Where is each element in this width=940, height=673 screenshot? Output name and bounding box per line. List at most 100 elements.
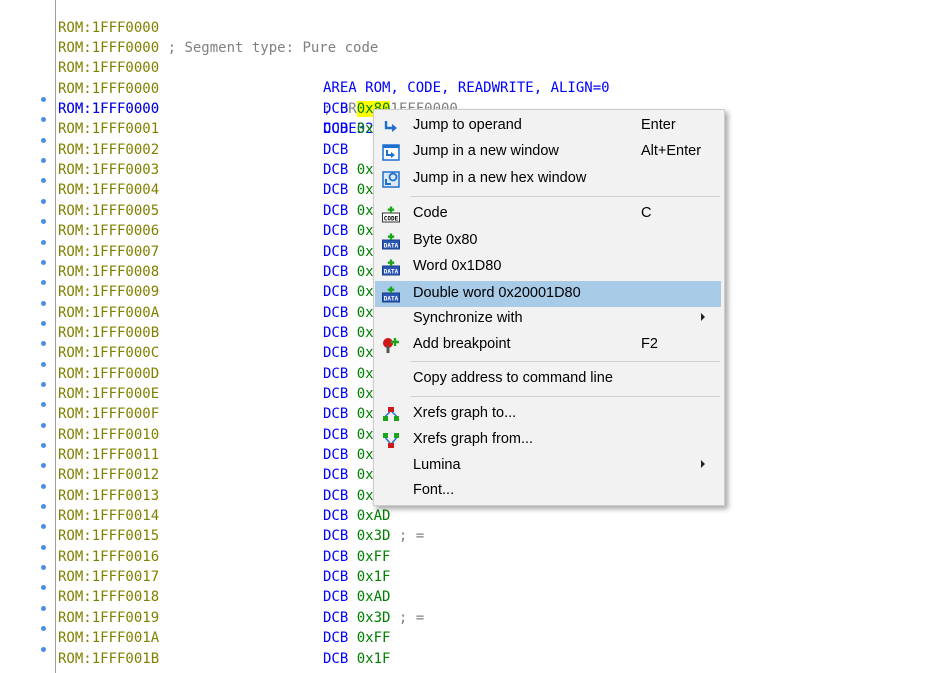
breakpoint-marker-dot[interactable] — [41, 239, 46, 245]
breakpoint-marker-dot[interactable] — [41, 565, 46, 570]
operand[interactable]: 0x — [356, 365, 374, 382]
operand[interactable]: 0x — [356, 447, 374, 463]
breakpoint-marker-dot[interactable] — [41, 97, 46, 102]
operand[interactable]: 0xFF — [356, 630, 391, 647]
operand[interactable]: 0x1F — [356, 569, 391, 585]
breakpoint-marker-dot[interactable] — [41, 158, 46, 164]
menu-item-xrefs-graph-from[interactable]: Xrefs graph from... — [375, 427, 721, 453]
operand[interactable]: 0xAD — [356, 508, 391, 524]
breakpoint-marker-dot[interactable] — [41, 524, 46, 530]
breakpoint-marker-dot[interactable] — [41, 646, 46, 652]
operand[interactable]: 0x — [356, 385, 374, 402]
operand[interactable]: 0x — [356, 263, 374, 280]
operand[interactable]: 0x — [356, 182, 374, 199]
operand[interactable]: 0x — [356, 487, 374, 504]
listing-row[interactable]: ROM:1FFF0000 ; Segment type: Pure code — [0, 18, 940, 56]
operand[interactable]: 0x — [356, 121, 374, 138]
operand[interactable]: 0x3D — [356, 528, 391, 545]
operand[interactable]: 0xAD — [356, 589, 391, 606]
breakpoint-marker-dot[interactable] — [41, 443, 46, 448]
operand[interactable]: 0x1F — [356, 650, 391, 667]
operand[interactable]: 0x — [356, 162, 374, 179]
listing-row[interactable]: ROM:1FFF0000 — [0, 0, 940, 36]
operand[interactable]: 0x3D — [356, 609, 391, 626]
operand[interactable]: 0x — [356, 406, 374, 423]
breakpoint-marker-dot[interactable] — [41, 198, 46, 204]
breakpoint-marker-dot[interactable] — [41, 280, 46, 286]
listing-row[interactable]: ROM:1FFF0000 CODE32 — [0, 79, 940, 137]
operand[interactable]: 0x — [356, 304, 374, 321]
breakpoint-marker-dot[interactable] — [41, 381, 46, 387]
operand[interactable]: 0x — [356, 345, 374, 362]
operand[interactable]: 0x — [356, 223, 374, 240]
listing-row[interactable]: ROM:1FFF0000 ; ORG 0x1FFF0000 — [0, 59, 940, 117]
breakpoint-marker-dot[interactable] — [41, 402, 46, 408]
menu-item-font[interactable]: Font... — [375, 478, 721, 504]
breakpoint-marker-dot[interactable] — [41, 544, 46, 550]
breakpoint-marker-dot[interactable] — [41, 422, 46, 428]
breakpoint-marker-dot[interactable] — [41, 585, 46, 591]
breakpoint-marker-dot[interactable] — [41, 483, 46, 489]
breakpoint-marker-dot[interactable] — [41, 626, 46, 632]
breakpoint-marker-dot[interactable] — [41, 341, 46, 347]
operand[interactable]: 0xFF — [356, 548, 391, 565]
listing-row[interactable]: ROM:1FFF0000 AREA ROM, CODE, READWRITE, … — [0, 38, 940, 96]
operand[interactable]: 0x — [356, 243, 374, 260]
operand[interactable]: 0x — [356, 324, 374, 341]
operand[interactable]: 0x — [356, 202, 374, 219]
breakpoint-marker-dot[interactable] — [41, 178, 46, 184]
menu-item-synchronize-with[interactable]: Synchronize with — [375, 306, 721, 332]
menu-item-jump-in-a-new-hex-window[interactable]: Jump in a new hex window — [375, 166, 721, 192]
breakpoint-marker-dot[interactable] — [41, 605, 46, 611]
breakpoint-marker-dot[interactable] — [41, 137, 46, 143]
breakpoint-marker-dot[interactable] — [41, 219, 46, 225]
breakpoint-marker-dot[interactable] — [41, 300, 46, 306]
operand[interactable]: 0x — [356, 284, 374, 301]
breakpoint-marker-dot[interactable] — [41, 117, 46, 123]
breakpoint-marker-dot[interactable] — [41, 463, 46, 469]
menu-item-copy-address-to-command-line[interactable]: Copy address to command line — [375, 366, 721, 392]
breakpoint-marker-dot[interactable] — [41, 320, 46, 326]
breakpoint-marker-dot[interactable] — [41, 361, 46, 367]
operand[interactable]: 0x — [356, 426, 374, 443]
menu-item-lumina[interactable]: Lumina — [375, 453, 721, 479]
breakpoint-marker-dot[interactable] — [41, 259, 46, 265]
breakpoint-marker-dot[interactable] — [41, 504, 46, 509]
operand[interactable]: 0x — [356, 467, 374, 484]
